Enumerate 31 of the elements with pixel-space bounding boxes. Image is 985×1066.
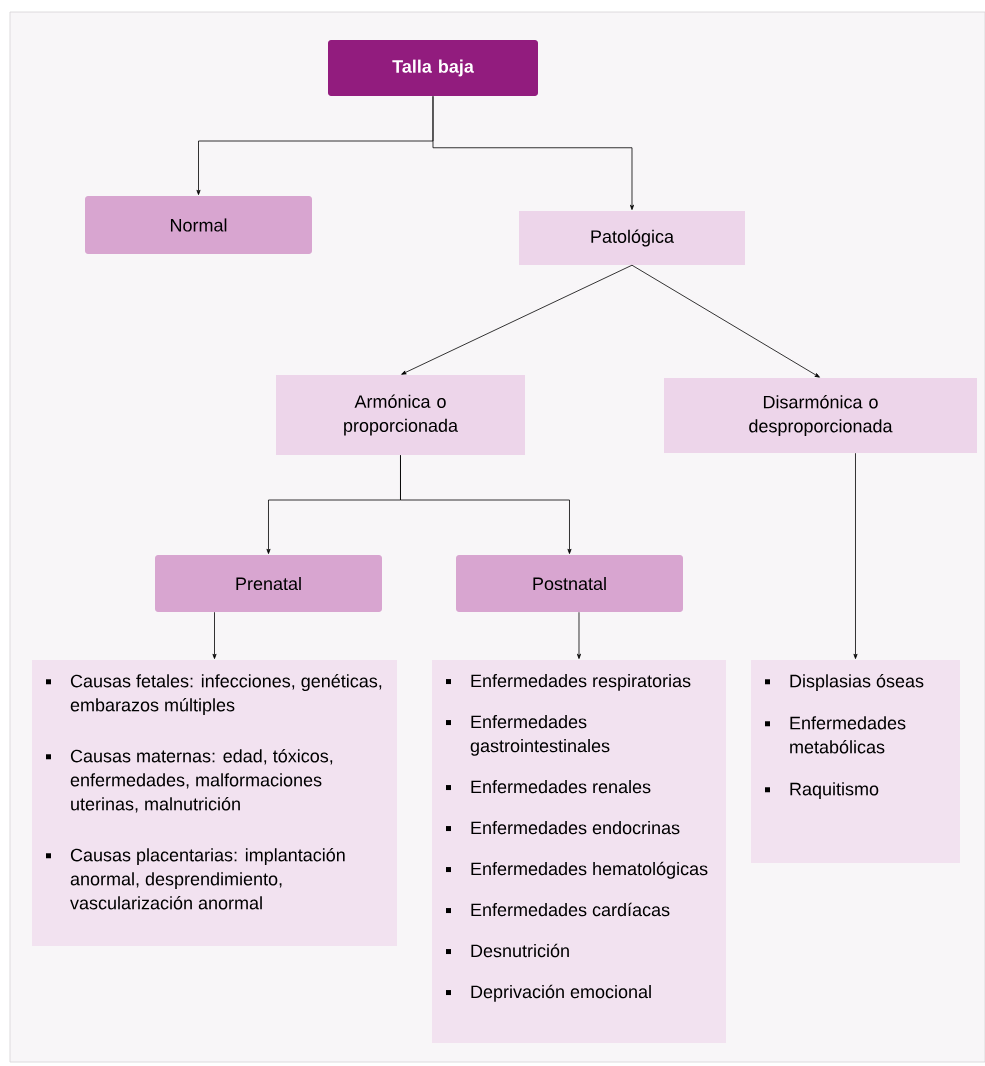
category-box: Patológica: [519, 211, 745, 265]
list-box: [751, 660, 960, 863]
title-box: Talla baja: [328, 40, 538, 96]
category-box: Normal: [85, 196, 312, 254]
list-item: Enfermedades gastrointestinales: [446, 715, 610, 756]
list-item: Displasias óseas: [765, 674, 924, 691]
arrow: [432, 95, 634, 210]
list-item: Enfermedades respiratorias: [446, 674, 691, 691]
arrow: [212, 611, 217, 659]
list-item: Enfermedades cardíacas: [446, 902, 670, 917]
list-item: Enfermedades endocrinas: [446, 821, 680, 835]
list-item: Desnutrición: [446, 943, 569, 958]
arrow: [401, 264, 633, 375]
list-item: Causas placentarias: implantación anormal, desprendimiento, vascularización anormal: [46, 848, 345, 910]
list-item: Causas fetales: infecciones, genéticas, embarazos múltiples: [46, 674, 382, 715]
arrow: [631, 264, 820, 378]
list-item: Enfermedades metabólicas: [765, 716, 906, 754]
list-box: [432, 660, 726, 1043]
arrow: [577, 611, 581, 659]
list-item: Deprivación emocional: [446, 984, 651, 1002]
category-box: Postnatal: [456, 555, 683, 612]
category-box: Armónica o proporcionada: [276, 375, 525, 455]
list-item: Causas maternas: edad, tóxicos, enfermedades, malformaciones uterinas, malnutrición: [46, 749, 333, 813]
category-box: Disarmónica o desproporcionada: [664, 378, 977, 453]
arrow: [400, 454, 572, 554]
list-item: Enfermedades renales: [446, 780, 651, 794]
list-box: [32, 660, 397, 946]
arrow: [853, 452, 858, 659]
list-item: Raquitismo: [765, 782, 879, 799]
list-item: Enfermedades hematológicas: [446, 861, 708, 879]
category-box: Prenatal: [155, 555, 382, 612]
